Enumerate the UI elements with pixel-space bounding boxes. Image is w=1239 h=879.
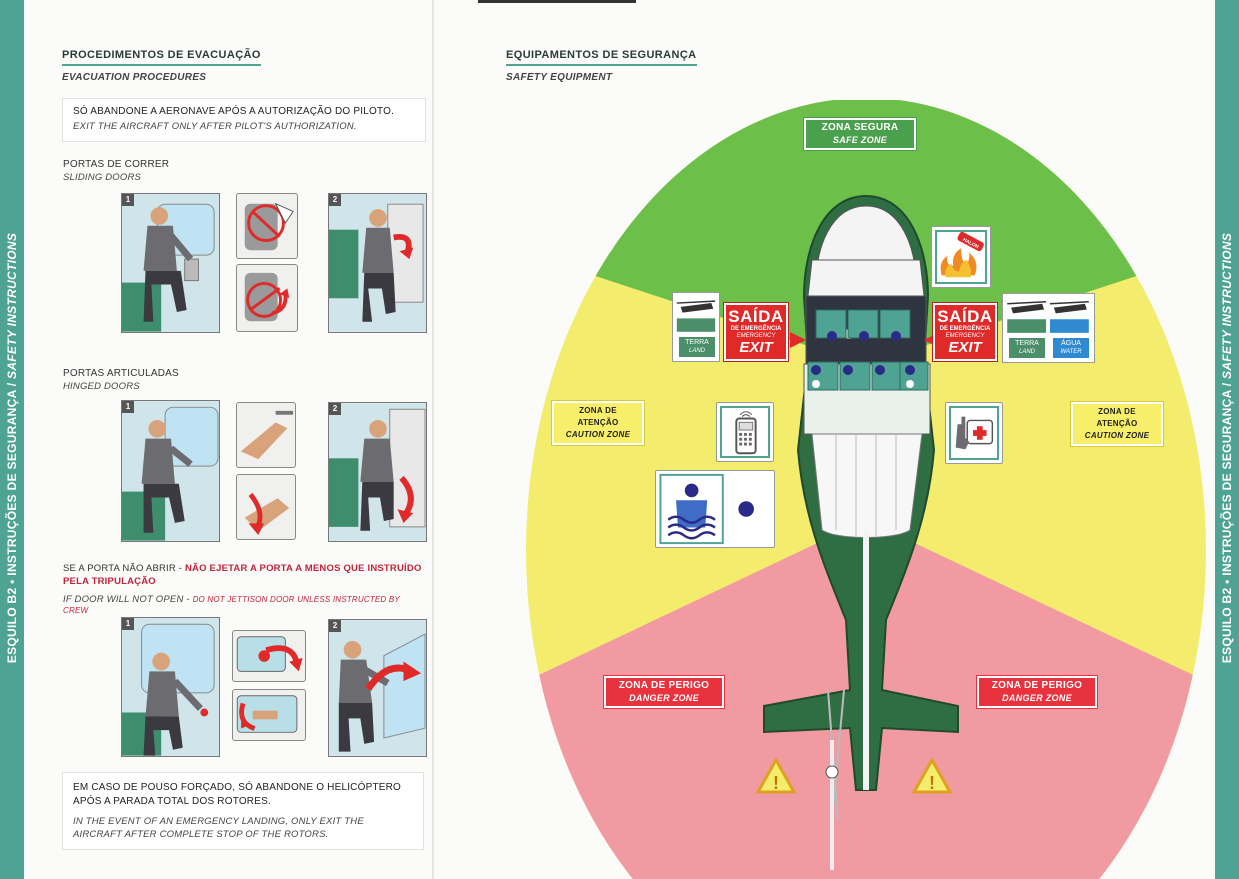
page-fold <box>432 0 434 879</box>
danger-zone-label-right: ZONA DE PERIGO DANGER ZONE <box>977 676 1097 708</box>
equipment-title: EQUIPAMENTOS DE SEGURANÇA <box>506 49 697 66</box>
zone-wheel: ! ! <box>526 100 1206 879</box>
warning-icon-right: ! <box>911 756 953 794</box>
emergency-exit-sign-right: SAÍDA DE EMERGÊNCIA EMERGENCY EXIT <box>933 303 997 361</box>
door-jam-warning: SE A PORTA NÃO ABRIR - NÃO EJETAR A PORT… <box>63 563 422 615</box>
step-number: 1 <box>122 194 134 206</box>
sliding-door-step-2: 2 <box>328 193 427 333</box>
evacuation-title: PROCEDIMENTOS DE EVACUAÇÃO <box>62 49 261 66</box>
passenger-illustration <box>122 194 219 332</box>
exit-arrow-left-icon <box>790 332 806 348</box>
sliding-door-detail-b <box>236 264 298 332</box>
safety-zone-diagram: ! ! <box>526 100 1206 879</box>
step-number: 2 <box>329 620 341 632</box>
equipment-heading: EQUIPAMENTOS DE SEGURANÇA SAFETY EQUIPME… <box>506 45 697 83</box>
phone-icon <box>735 411 757 455</box>
step-number: 1 <box>122 401 134 413</box>
land-exit-card-left: TERRA LAND <box>672 292 720 362</box>
helicopter-icon <box>1011 303 1045 314</box>
side-title-right: ESQUILO B2 • INSTRUÇÕES DE SEGURANÇA / S… <box>1220 232 1234 664</box>
warning-icon-left: ! <box>755 756 797 794</box>
side-title-left: ESQUILO B2 • INSTRUÇÕES DE SEGURANÇA / S… <box>5 232 19 664</box>
pilot-authorization-notice: SÓ ABANDONE A AERONAVE APÓS A AUTORIZAÇÃ… <box>62 98 426 142</box>
equipment-title-en: SAFETY EQUIPMENT <box>506 72 613 83</box>
caution-zone-label-right: ZONA DE ATENÇÃO CAUTION ZONE <box>1071 402 1163 446</box>
svg-text:!: ! <box>929 773 935 793</box>
water-tile: ÁGUA WATER <box>1053 338 1089 358</box>
life-vest-card <box>655 470 775 548</box>
land-water-exit-card-right: TERRA LAND ÁGUA WATER <box>1002 293 1095 363</box>
side-strip-right <box>1215 0 1239 879</box>
first-aid-card <box>945 402 1003 464</box>
danger-zone-label-left: ZONA DE PERIGO DANGER ZONE <box>604 676 724 708</box>
hinged-door-detail-b <box>236 474 296 540</box>
land-tile: TERRA LAND <box>1009 338 1045 358</box>
safe-zone-label: ZONA SEGURA SAFE ZONE <box>804 118 916 150</box>
hinged-doors-heading: PORTAS ARTICULADAS HINGED DOORS <box>63 368 179 392</box>
step-number: 1 <box>122 618 134 630</box>
side-strip-left <box>0 0 24 879</box>
hinged-door-step-1: 1 <box>121 400 220 542</box>
sliding-doors-heading: PORTAS DE CORRER SLIDING DOORS <box>63 159 170 183</box>
jettison-step-2: 2 <box>328 619 427 757</box>
emergency-exit-sign-left: SAÍDA DE EMERGÊNCIA EMERGENCY EXIT <box>724 303 788 361</box>
svg-text:!: ! <box>773 773 779 793</box>
first-aid-icon <box>955 416 994 450</box>
emergency-landing-notice: EM CASO DE POUSO FORÇADO, SÓ ABANDONE O … <box>62 772 424 850</box>
hinged-door-step-2: 2 <box>328 402 427 542</box>
caution-zone-label-left: ZONA DE ATENÇÃO CAUTION ZONE <box>552 401 644 445</box>
land-tile: TERRA LAND <box>679 337 715 357</box>
fire-extinguisher-card: HALON <box>931 226 991 288</box>
step-number: 2 <box>329 194 341 206</box>
step-number: 2 <box>329 403 341 415</box>
jettison-detail-a <box>232 630 306 682</box>
helicopter-topview <box>763 194 959 870</box>
fire-extinguisher-icon: HALON <box>940 231 984 278</box>
top-edge-bar <box>478 0 636 3</box>
jettison-step-1: 1 <box>121 617 220 757</box>
sliding-door-step-1: 1 <box>121 193 220 333</box>
helicopter-icon <box>680 303 714 313</box>
radio-phone-card <box>716 402 774 462</box>
evacuation-heading: PROCEDIMENTOS DE EVACUAÇÃO EVACUATION PR… <box>62 45 261 83</box>
jettison-detail-b <box>232 689 306 741</box>
helicopter-icon <box>1053 303 1087 314</box>
life-vest-icon <box>667 483 716 540</box>
hinged-door-detail-a <box>236 402 296 468</box>
sliding-door-detail-a <box>236 193 298 259</box>
evacuation-title-en: EVACUATION PROCEDURES <box>62 72 207 83</box>
